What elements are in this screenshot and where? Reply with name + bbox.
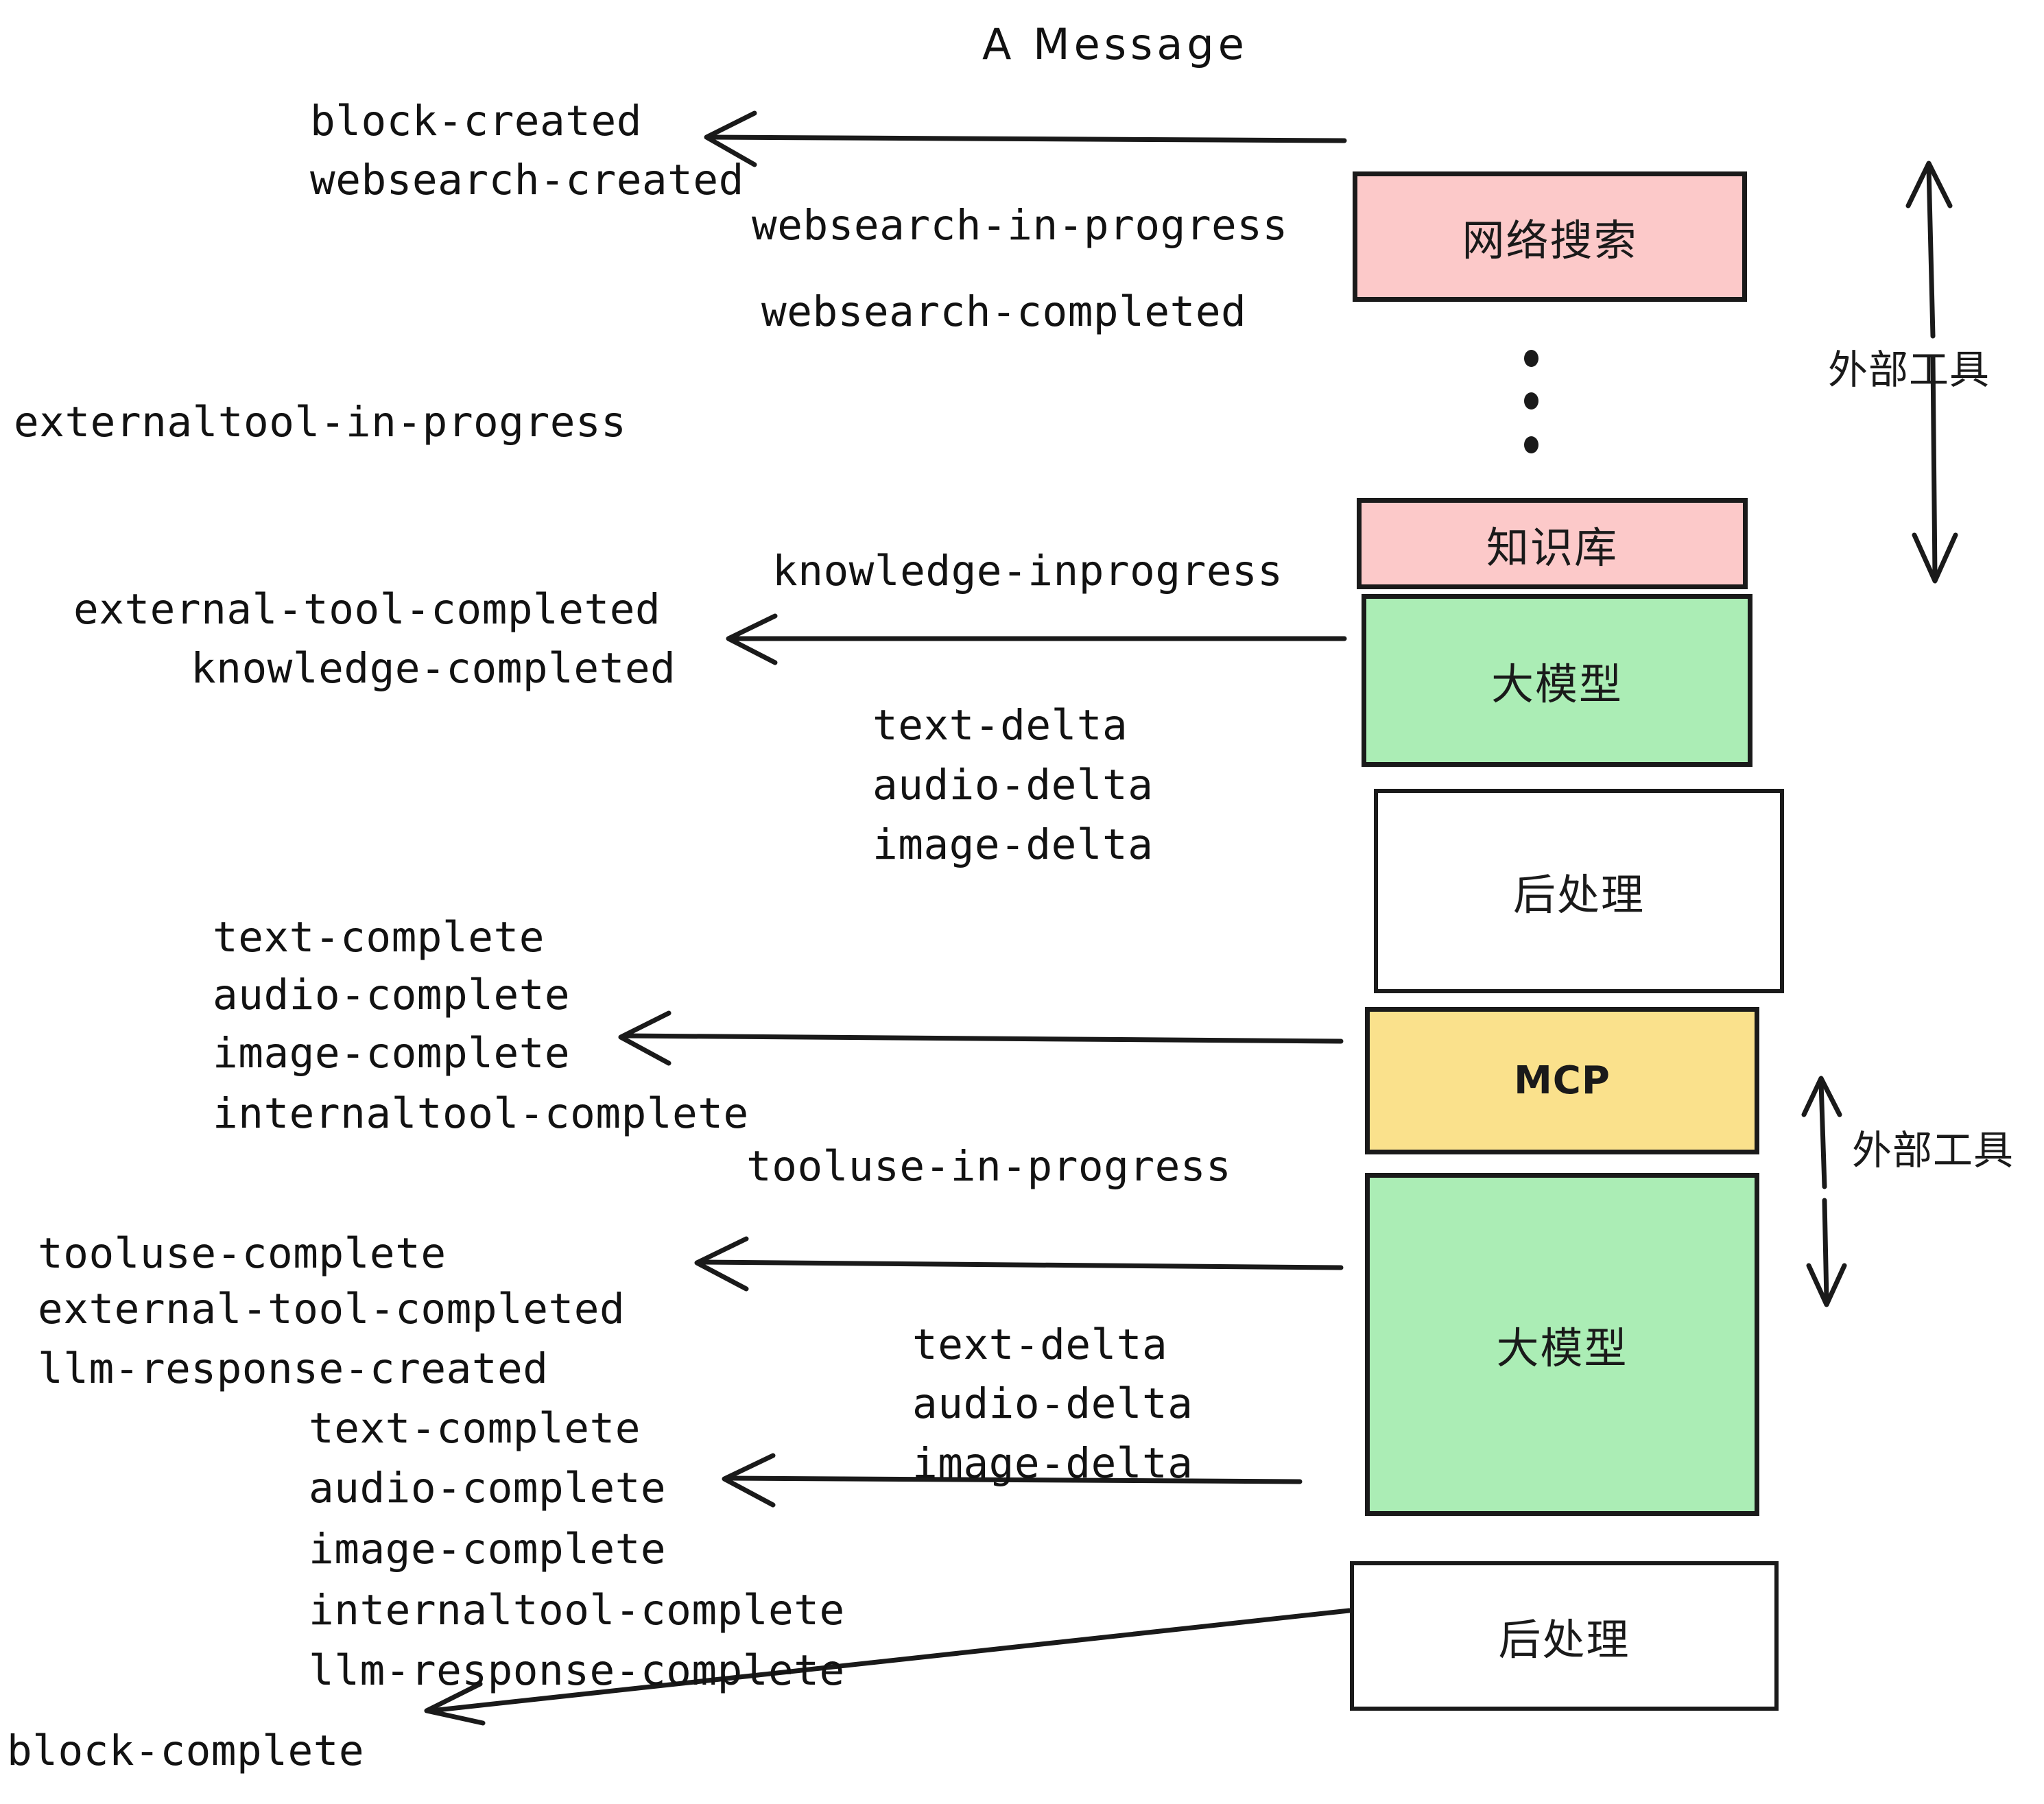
box-llm-1[interactable]: 大模型 (1362, 594, 1752, 767)
box-knowledge[interactable]: 知识库 (1357, 498, 1748, 589)
box-knowledge-label: 知识库 (1486, 522, 1618, 573)
event-websearch-completed: websearch-completed (761, 287, 1247, 336)
box-llm-2-label: 大模型 (1496, 1323, 1628, 1373)
event-block-complete: block-complete (7, 1726, 365, 1775)
event-block-created: block-created (310, 97, 642, 145)
event-audio-delta-2: audio-delta (912, 1379, 1193, 1428)
event-externaltool-in-progress: externaltool-in-progress (14, 398, 627, 447)
event-audio-delta-1: audio-delta (872, 761, 1154, 809)
event-external-tool-completed-2: external-tool-completed (38, 1285, 626, 1333)
side-label-external-tool-bottom: 外部工具 (1852, 1127, 2015, 1174)
box-postprocessing-1[interactable]: 后处理 (1374, 789, 1784, 993)
box-postprocessing-1-label: 后处理 (1512, 870, 1645, 920)
event-audio-complete-2: audio-complete (309, 1464, 667, 1512)
vertical-ellipsis-dot-1 (1524, 350, 1538, 367)
event-text-complete-1: text-complete (213, 913, 545, 962)
event-websearch-in-progress: websearch-in-progress (752, 201, 1288, 250)
box-websearch-label: 网络搜索 (1462, 215, 1638, 265)
event-text-delta-2: text-delta (912, 1320, 1168, 1369)
event-llm-response-complete: llm-response-complete (309, 1646, 845, 1695)
box-postprocessing-2[interactable]: 后处理 (1350, 1561, 1779, 1711)
event-tooluse-in-progress: tooluse-in-progress (746, 1142, 1232, 1191)
event-llm-response-created: llm-response-created (38, 1344, 549, 1393)
vertical-ellipsis-dot-2 (1524, 392, 1538, 410)
event-audio-complete-1: audio-complete (213, 971, 571, 1019)
event-tooluse-complete: tooluse-complete (38, 1229, 447, 1278)
box-mcp-label: MCP (1514, 1058, 1611, 1103)
box-websearch[interactable]: 网络搜索 (1353, 171, 1747, 302)
box-llm-2[interactable]: 大模型 (1365, 1173, 1759, 1516)
event-image-complete-1: image-complete (213, 1029, 571, 1078)
event-external-tool-completed-1: external-tool-completed (73, 585, 661, 634)
event-image-delta-1: image-delta (872, 820, 1154, 869)
side-label-external-tool-top: 外部工具 (1828, 346, 1990, 393)
vertical-ellipsis-dot-3 (1524, 436, 1538, 453)
event-image-complete-2: image-complete (309, 1525, 667, 1574)
event-text-complete-2: text-complete (309, 1404, 641, 1453)
event-websearch-created: websearch-created (310, 156, 744, 204)
page-title: A Message (982, 19, 1248, 69)
event-knowledge-inprogress: knowledge-inprogress (772, 547, 1283, 595)
event-text-delta-1: text-delta (872, 701, 1128, 750)
box-llm-1-label: 大模型 (1490, 659, 1623, 709)
box-postprocessing-2-label: 后处理 (1498, 1615, 1630, 1665)
event-internaltool-complete-1: internaltool-complete (213, 1089, 749, 1138)
event-knowledge-completed: knowledge-completed (191, 644, 676, 693)
event-image-delta-2: image-delta (912, 1439, 1193, 1488)
event-internaltool-complete-2: internaltool-complete (309, 1586, 845, 1635)
box-mcp[interactable]: MCP (1365, 1007, 1759, 1154)
